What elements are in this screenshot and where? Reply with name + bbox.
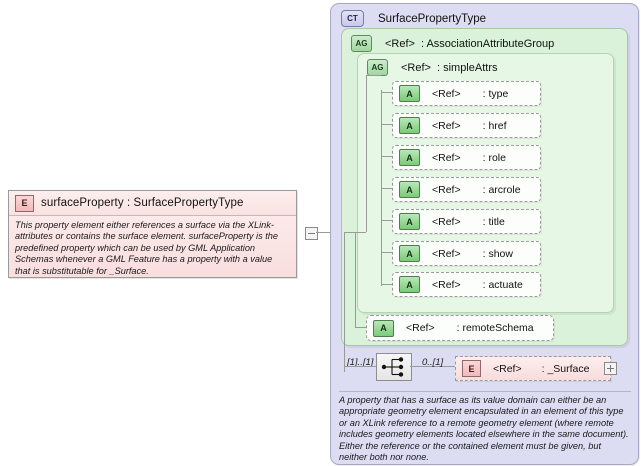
compositor-choice-icon[interactable]	[376, 353, 412, 381]
connector-main-branch	[344, 232, 366, 233]
element-icon: E	[462, 360, 481, 377]
connector-attr-stub	[381, 156, 392, 157]
attribute-row-role[interactable]: A <Ref>: role	[392, 145, 541, 170]
connector-remoteschema-spine	[355, 232, 356, 327]
page-title: surfaceProperty : SurfacePropertyType	[41, 197, 244, 209]
complextype-icon: CT	[341, 10, 364, 27]
connector-main-spine	[344, 232, 345, 372]
attribute-row-href[interactable]: A <Ref>: href	[392, 113, 541, 138]
attributegroup-icon: AG	[367, 59, 388, 76]
attribute-label: <Ref>: arcrole	[432, 183, 521, 196]
element-icon: E	[15, 194, 34, 212]
attributegroup-inner-ref: <Ref>	[401, 61, 431, 74]
attributegroup-inner-header: AG <Ref> : simpleAttrs	[367, 59, 497, 76]
connector-to-compositor	[344, 366, 376, 367]
attribute-icon: A	[399, 213, 420, 230]
connector-attr-stub	[381, 284, 392, 285]
attributegroup-outer-header: AG <Ref> : AssociationAttributeGroup	[351, 35, 554, 52]
complextype-header: CT SurfacePropertyType	[341, 10, 486, 27]
element-collapse-expander[interactable]	[305, 227, 318, 240]
element-header: E surfaceProperty : SurfacePropertyType	[9, 191, 296, 216]
complextype-title: SurfacePropertyType	[378, 12, 487, 25]
attribute-label: <Ref>: href	[432, 119, 507, 132]
attributegroup-icon: AG	[351, 35, 372, 52]
element-surface-ref-box[interactable]: E <Ref>: _Surface	[455, 356, 611, 381]
attribute-icon: A	[373, 319, 394, 337]
connector-attr-stub	[381, 92, 392, 93]
attribute-label: <Ref>: title	[432, 215, 505, 228]
attribute-icon: A	[399, 85, 420, 102]
attribute-row-actuate[interactable]: A <Ref>: actuate	[392, 272, 541, 297]
attribute-icon: A	[399, 276, 420, 293]
attribute-row-title[interactable]: A <Ref>: title	[392, 209, 541, 234]
attribute-row-remoteschema[interactable]: A <Ref>: remoteSchema	[366, 315, 554, 341]
connector-attr-stub	[381, 252, 392, 253]
attribute-icon: A	[399, 117, 420, 134]
attributegroup-outer-name: : AssociationAttributeGroup	[420, 37, 555, 50]
surface-expand-expander[interactable]	[604, 362, 617, 375]
connector-attr-stub	[381, 220, 392, 221]
complextype-documentation: A property that has a surface as its val…	[339, 391, 631, 463]
attribute-label: <Ref>: show	[432, 247, 513, 260]
connector-compositor-to-surface	[410, 366, 455, 367]
element-documentation: This property element either references …	[15, 220, 278, 276]
occurrence-right-label: 0..[1]	[422, 357, 444, 368]
attribute-label: <Ref>: type	[432, 87, 509, 100]
connector-attr-stub	[381, 188, 392, 189]
attribute-row-show[interactable]: A <Ref>: show	[392, 241, 541, 266]
attributegroup-inner-name: : simpleAttrs	[436, 61, 498, 74]
connector-attrgroup-spine	[366, 75, 367, 232]
attribute-icon: A	[399, 149, 420, 166]
connector-remoteschema-stub	[355, 327, 366, 328]
attribute-label: <Ref>: role	[432, 151, 506, 164]
attribute-row-arcrole[interactable]: A <Ref>: arcrole	[392, 177, 541, 202]
attribute-label: <Ref>: remoteSchema	[406, 322, 534, 334]
element-surfaceproperty-box[interactable]: E surfaceProperty : SurfacePropertyType …	[8, 190, 297, 278]
connector-simpleattrs-branch	[366, 75, 381, 76]
occurrence-left-label: [1]..[1]	[347, 357, 374, 368]
attribute-icon: A	[399, 245, 420, 262]
surface-element-label: <Ref>: _Surface	[493, 362, 590, 375]
attribute-icon: A	[399, 181, 420, 198]
attribute-label: <Ref>: actuate	[432, 278, 523, 291]
connector-attr-stub	[381, 124, 392, 125]
attribute-row-type[interactable]: A <Ref>: type	[392, 81, 541, 106]
attributegroup-outer-ref: <Ref>	[385, 37, 415, 50]
